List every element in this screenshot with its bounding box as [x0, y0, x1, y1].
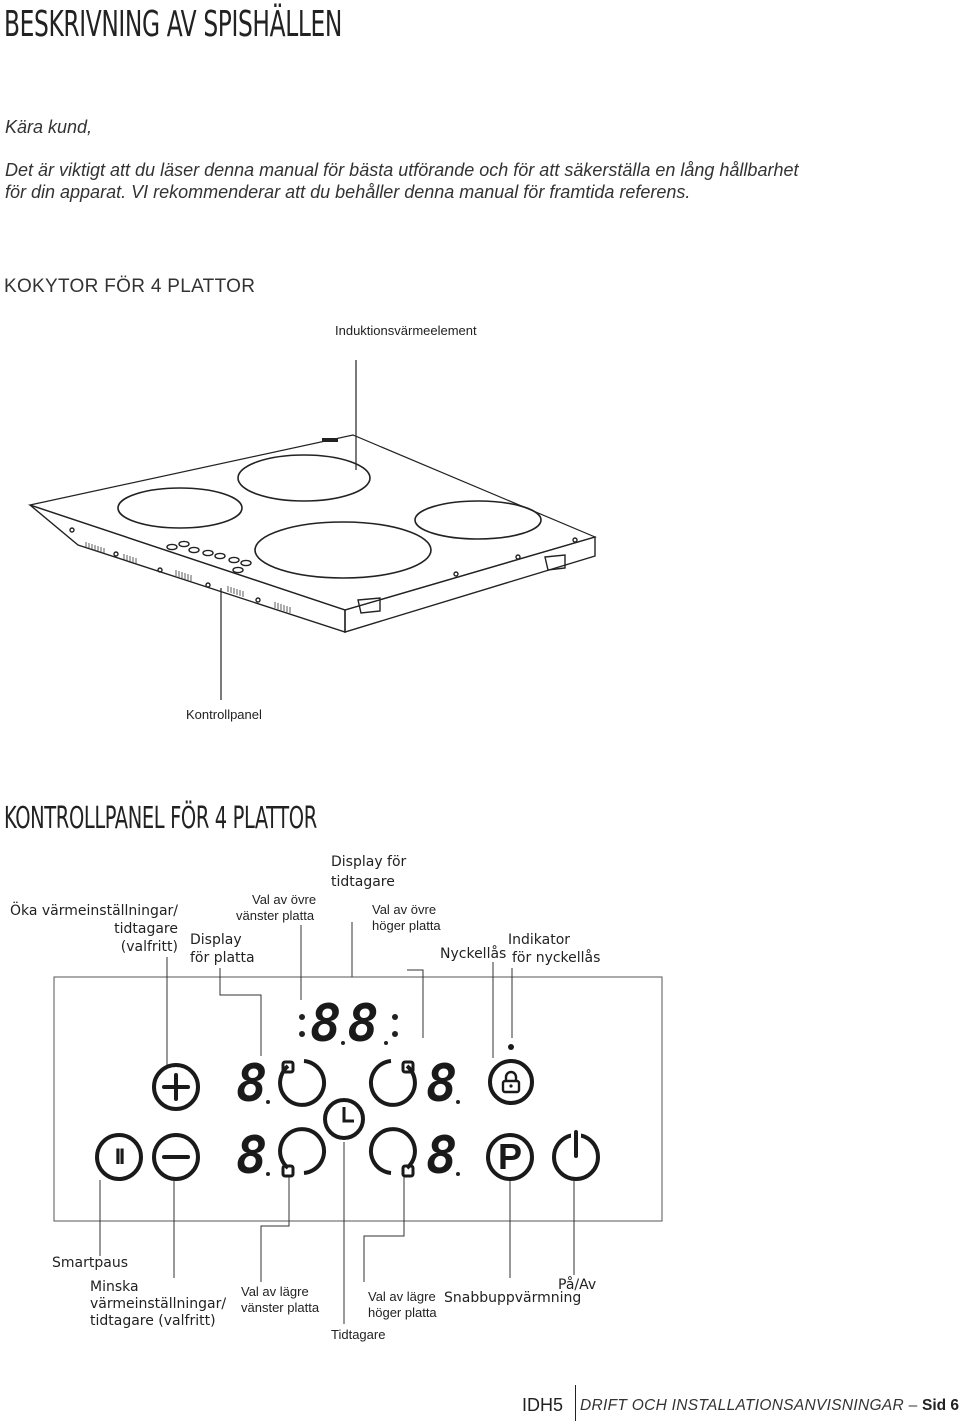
label-upper-right-2: höger platta	[372, 918, 441, 933]
footer-dash: –	[908, 1397, 918, 1414]
label-increase-1: Öka värmeinställningar/	[9, 903, 178, 919]
select-lower-left-button[interactable]	[282, 1130, 326, 1174]
footer-model-code: IDH5	[522, 1395, 564, 1415]
label-plate-display-2: för platta	[190, 950, 255, 966]
hob-section-title: KOKYTOR FÖR 4 PLATTOR	[4, 276, 256, 297]
label-lower-right-1: Val av lägre	[368, 1289, 436, 1304]
select-lower-right-button[interactable]	[372, 1130, 416, 1174]
label-timer: Tidtagare	[331, 1327, 386, 1342]
label-power: På/Av	[558, 1277, 597, 1293]
label-decrease-2: värmeinställningar/	[90, 1296, 227, 1312]
label-plate-display-1: Display	[190, 932, 242, 948]
display-upper-left: 8	[236, 1054, 268, 1114]
smartpause-button[interactable]: II	[114, 1144, 125, 1169]
label-increase-2: tidtagare	[114, 921, 178, 937]
label-decrease-3: tidtagare (valfritt)	[90, 1313, 216, 1329]
timer-button[interactable]	[325, 1100, 363, 1138]
select-upper-right-button[interactable]	[372, 1060, 416, 1104]
timer-digit: 8	[310, 994, 348, 1054]
label-boost: Snabbuppvärmning	[444, 1290, 582, 1306]
timer-display: 88	[310, 998, 385, 1050]
label-control-panel: Kontrollpanel	[186, 707, 262, 722]
label-lock-indicator-1: Indikator	[508, 932, 571, 948]
lock-button[interactable]	[490, 1061, 532, 1103]
boost-button[interactable]: P	[497, 1136, 522, 1177]
decrease-button[interactable]	[154, 1135, 198, 1179]
label-upper-left-1: Val av övre	[252, 892, 317, 907]
label-induction-element: Induktionsvärmeelement	[335, 323, 477, 338]
footer-doc-title: DRIFT OCH INSTALLATIONSANVISNINGAR –	[580, 1397, 918, 1415]
label-lower-left-1: Val av lägre	[241, 1284, 309, 1299]
footer-page-number: Sid 6	[922, 1397, 960, 1414]
label-increase-3: (valfritt)	[120, 939, 178, 955]
label-lock-indicator-2: för nyckellås	[512, 950, 601, 966]
display-lower-left: 8	[236, 1126, 268, 1186]
label-decrease-1: Minska	[90, 1279, 139, 1295]
display-lower-right: 8	[426, 1126, 458, 1186]
label-timer-display-2: tidtagare	[331, 874, 395, 890]
panel-section-title: KONTROLLPANEL FÖR 4 PLATTOR	[4, 801, 317, 836]
label-upper-right-1: Val av övre	[372, 902, 437, 917]
label-smartpause: Smartpaus	[52, 1255, 128, 1271]
label-lock: Nyckellås	[440, 946, 507, 962]
label-lower-left-2: vänster platta	[241, 1300, 320, 1315]
select-upper-left-button[interactable]	[282, 1060, 326, 1104]
page-title: BESKRIVNING AV SPISHÄLLEN	[4, 4, 342, 45]
footer-doc-title-text: DRIFT OCH INSTALLATIONSANVISNINGAR	[580, 1397, 904, 1414]
display-upper-right: 8	[426, 1054, 458, 1114]
label-lower-right-2: höger platta	[368, 1305, 437, 1320]
power-button[interactable]	[554, 1135, 598, 1179]
label-upper-left-2: vänster platta	[236, 908, 315, 923]
greeting: Kära kund,	[5, 117, 93, 137]
footer-separator	[575, 1385, 576, 1421]
intro-line-1: Det är viktigt att du läser denna manual…	[5, 160, 799, 180]
label-timer-display-1: Display för	[331, 854, 407, 870]
timer-digit: 8	[347, 994, 385, 1054]
increase-button[interactable]	[154, 1065, 198, 1109]
intro-line-2: för din apparat. VI rekommenderar att du…	[5, 182, 691, 202]
